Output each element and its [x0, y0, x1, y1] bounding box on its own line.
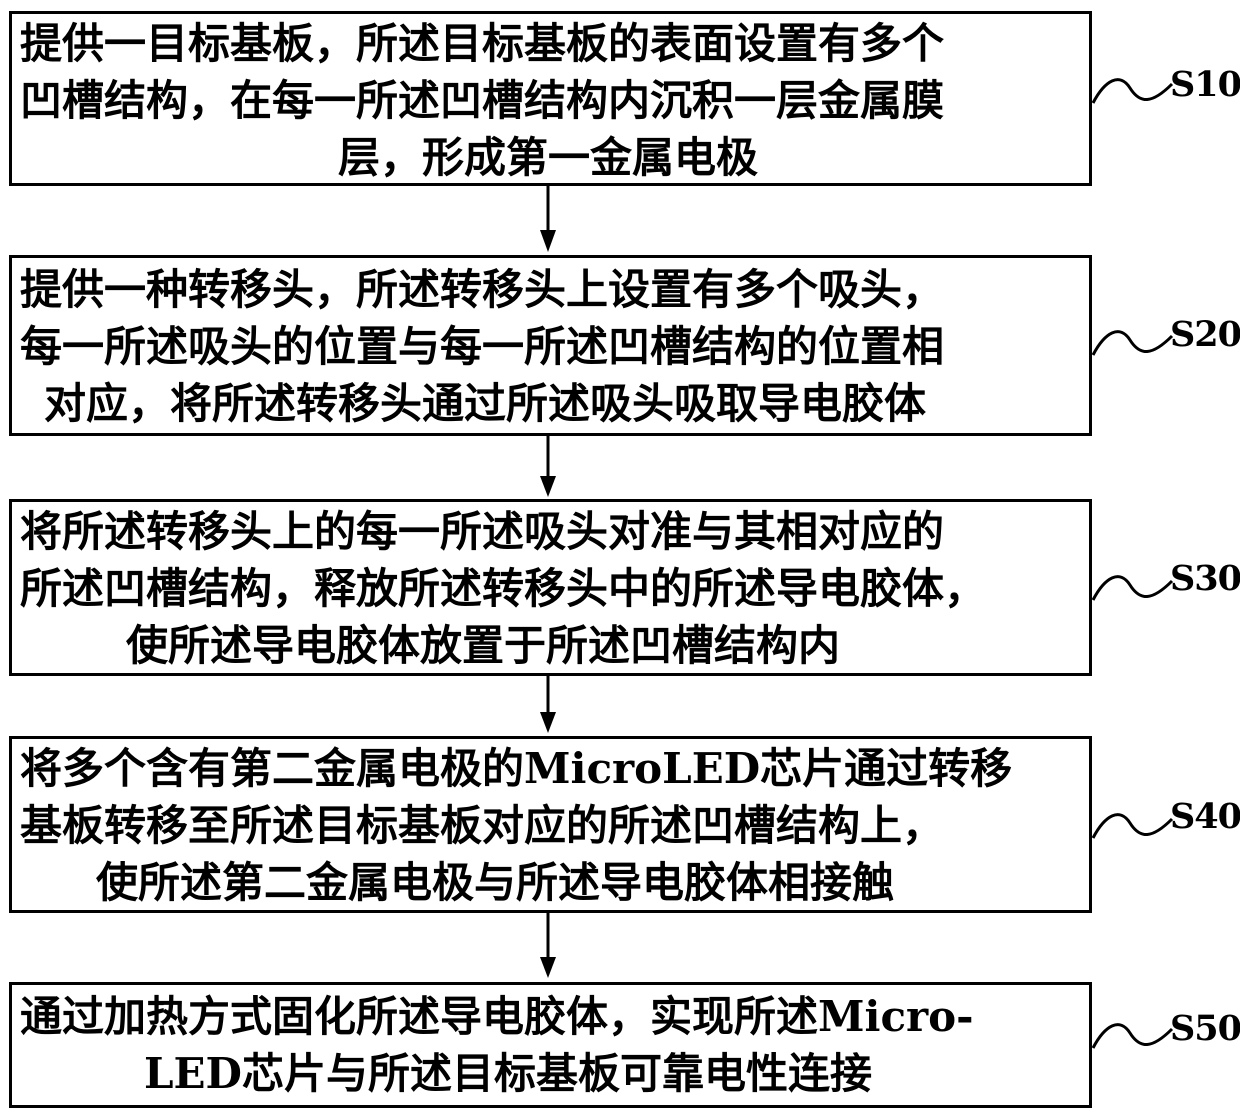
step-s30-line-2: 所述凹槽结构，释放所述转移头中的所述导电胶体， — [20, 560, 1081, 617]
leader-s20 — [1093, 332, 1172, 355]
step-label-s10: S10 — [1170, 64, 1240, 105]
step-s40-line-2: 基板转移至所述目标基板对应的所述凹槽结构上， — [20, 797, 1081, 854]
leader-s40 — [1093, 815, 1172, 838]
step-label-s30: S30 — [1170, 558, 1240, 599]
step-s40-line-3: 使所述第二金属电极与所述导电胶体相接触 — [20, 854, 1081, 911]
step-box-s20: 提供一种转移头，所述转移头上设置有多个吸头， 每一所述吸头的位置与每一所述凹槽结… — [9, 255, 1092, 436]
arrow-s30-s40 — [540, 675, 556, 733]
step-s30-line-1: 将所述转移头上的每一所述吸头对准与其相对应的 — [20, 503, 1081, 560]
step-s40-line-1: 将多个含有第二金属电极的MicroLED芯片通过转移 — [20, 740, 1081, 797]
arrow-s20-s30 — [540, 435, 556, 497]
step-s20-line-3: 对应，将所述转移头通过所述吸头吸取导电胶体 — [20, 375, 1081, 432]
arrow-s10-s20 — [540, 185, 556, 252]
arrow-s40-s50 — [540, 912, 556, 978]
step-box-s10: 提供一目标基板，所述目标基板的表面设置有多个 凹槽结构，在每一所述凹槽结构内沉积… — [9, 11, 1092, 186]
leader-s50 — [1093, 1025, 1172, 1048]
step-s10-line-1: 提供一目标基板，所述目标基板的表面设置有多个 — [20, 15, 1081, 72]
step-s50-line-1: 通过加热方式固化所述导电胶体，实现所述Micro- — [20, 988, 1081, 1045]
leader-s30 — [1093, 577, 1172, 600]
step-box-s30: 将所述转移头上的每一所述吸头对准与其相对应的 所述凹槽结构，释放所述转移头中的所… — [9, 499, 1092, 676]
step-s30-line-3: 使所述导电胶体放置于所述凹槽结构内 — [20, 617, 1081, 674]
step-box-s40: 将多个含有第二金属电极的MicroLED芯片通过转移 基板转移至所述目标基板对应… — [9, 736, 1092, 913]
step-s10-line-3: 层，形成第一金属电极 — [20, 129, 1081, 186]
step-label-s20: S20 — [1170, 314, 1240, 355]
step-s20-line-1: 提供一种转移头，所述转移头上设置有多个吸头， — [20, 261, 1081, 318]
step-s50-line-2: LED芯片与所述目标基板可靠电性连接 — [20, 1045, 1081, 1102]
leader-s10 — [1093, 80, 1172, 103]
step-label-s40: S40 — [1170, 796, 1240, 837]
step-s20-line-2: 每一所述吸头的位置与每一所述凹槽结构的位置相 — [20, 318, 1081, 375]
step-s10-line-2: 凹槽结构，在每一所述凹槽结构内沉积一层金属膜 — [20, 72, 1081, 129]
step-box-s50: 通过加热方式固化所述导电胶体，实现所述Micro- LED芯片与所述目标基板可靠… — [9, 982, 1092, 1108]
step-label-s50: S50 — [1170, 1008, 1240, 1049]
